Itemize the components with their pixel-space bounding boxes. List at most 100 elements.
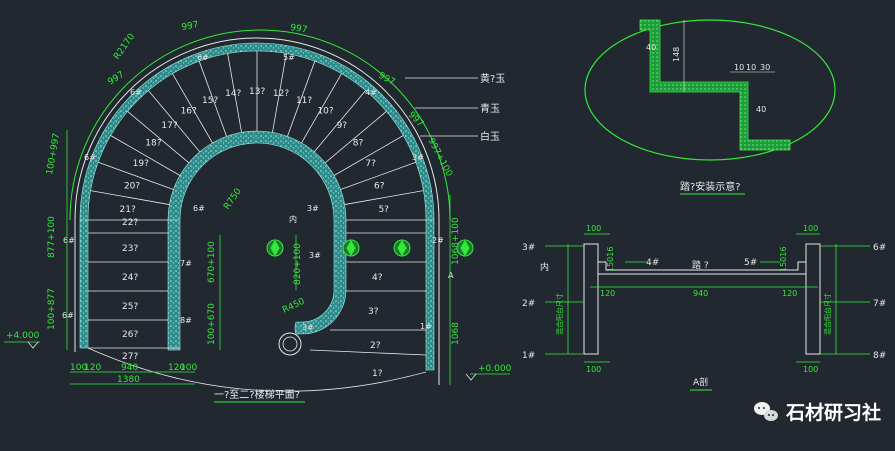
dim-label: 30 bbox=[760, 63, 770, 72]
dim-label: 10 bbox=[746, 63, 756, 72]
dim-label: 40 bbox=[646, 43, 656, 52]
step-number: 17? bbox=[161, 121, 177, 131]
step-number: 9? bbox=[337, 121, 348, 131]
label-A: A bbox=[448, 271, 454, 280]
post-label: 7# bbox=[873, 299, 886, 309]
outer-railing-right bbox=[425, 219, 435, 371]
watermark-text: 石材研习社 bbox=[785, 402, 881, 424]
step-line bbox=[90, 190, 170, 205]
dim-label: 120 bbox=[782, 289, 797, 298]
step-number: 13? bbox=[249, 87, 265, 97]
legend-item: 青玉 bbox=[480, 102, 500, 115]
step-line bbox=[333, 135, 404, 176]
elevation-label: +0.000 bbox=[478, 364, 512, 374]
post-label: 6# bbox=[84, 153, 96, 162]
dim-label: 997+100 bbox=[425, 137, 454, 179]
post-label: 3# bbox=[522, 243, 535, 253]
tread-detail: 40 148 10 10 30 40 踏?安装示意? bbox=[584, 19, 836, 195]
section-caption: A剖 bbox=[693, 376, 708, 388]
dim-label: 混合阳台尺寸 bbox=[555, 293, 564, 335]
dim-label: 120 bbox=[168, 363, 185, 373]
legend-item: 白玉 bbox=[480, 130, 500, 143]
dim-label: 997 bbox=[181, 20, 200, 33]
watermark: 石材研习社 bbox=[753, 398, 881, 425]
tread-profile bbox=[639, 19, 791, 151]
step-number: 22? bbox=[122, 218, 138, 228]
dim-label: 997 bbox=[106, 70, 126, 88]
detail-caption: 踏?安装示意? bbox=[680, 180, 741, 193]
dim-label: 997 bbox=[406, 110, 425, 129]
dim-label: 940 bbox=[121, 363, 138, 373]
step-number: 14? bbox=[225, 89, 241, 99]
step-line bbox=[287, 61, 316, 137]
step-number: 18? bbox=[145, 139, 161, 149]
dim-label: 940 bbox=[693, 289, 708, 298]
step-number: 4? bbox=[372, 273, 383, 283]
legend-item: 黄?玉 bbox=[480, 72, 505, 85]
post-label: 2# bbox=[522, 299, 535, 309]
post-label: 4# bbox=[365, 88, 377, 97]
step-number: 24? bbox=[122, 273, 138, 283]
step-number: 1? bbox=[372, 369, 383, 379]
step-line bbox=[272, 53, 287, 133]
post-label: 5# bbox=[283, 53, 295, 62]
inner-railing-left bbox=[167, 219, 181, 351]
step-line bbox=[172, 73, 213, 144]
newel-circle bbox=[278, 332, 302, 356]
post-label: 2# bbox=[432, 236, 444, 245]
post-label: 8# bbox=[873, 351, 886, 361]
dim-label: 100 bbox=[70, 363, 87, 373]
dim-label: 997 bbox=[290, 23, 308, 35]
post-label: 6# bbox=[130, 88, 142, 97]
post-label: 6# bbox=[63, 236, 75, 245]
section-a: 3# 2# 1# 6# 7# 8# 4# 5# 内 踏 ? A剖 100 100… bbox=[522, 224, 886, 391]
step-line bbox=[324, 111, 387, 164]
step-line bbox=[301, 73, 342, 144]
dim-label: 100 bbox=[180, 363, 197, 373]
dim-label: 120 bbox=[600, 289, 615, 298]
post-label: 3# bbox=[309, 251, 321, 260]
outer-railing-left bbox=[79, 219, 89, 349]
post-label: 1# bbox=[522, 351, 535, 361]
step-number: 25? bbox=[122, 302, 138, 312]
dim-label: 820+100 bbox=[293, 243, 303, 285]
dim-label: 877+100 bbox=[47, 216, 57, 258]
step-number: 12? bbox=[273, 89, 289, 99]
step-line bbox=[110, 135, 181, 176]
step-number: 6? bbox=[374, 181, 385, 191]
dim-label: 100 bbox=[803, 365, 818, 374]
post-label: 6# bbox=[193, 204, 205, 213]
step-number: 21? bbox=[120, 205, 136, 215]
dim-label: 148 bbox=[672, 47, 681, 62]
dim-label: 混合阳台尺寸 bbox=[823, 293, 832, 335]
dim-label: 100 bbox=[803, 224, 818, 233]
step-number: 23? bbox=[122, 244, 138, 254]
step-number: 20? bbox=[124, 181, 140, 191]
post-label: 3# bbox=[412, 153, 424, 162]
step-line bbox=[313, 90, 366, 153]
step-number: 27? bbox=[122, 352, 138, 362]
elevation-label: +4.000 bbox=[6, 331, 40, 341]
dim-label: 670+100 bbox=[207, 241, 217, 283]
step-line bbox=[344, 190, 424, 205]
step-number: 3? bbox=[368, 307, 379, 317]
dimension-arc bbox=[69, 29, 451, 221]
dim-label: 10 bbox=[734, 63, 744, 72]
step-line bbox=[227, 53, 242, 133]
post-label: 8# bbox=[180, 316, 192, 325]
post-label: 5# bbox=[744, 258, 757, 268]
step-number: 16? bbox=[181, 106, 197, 116]
step-number: 26? bbox=[122, 330, 138, 340]
step-line bbox=[127, 111, 190, 164]
dim-label: R450 bbox=[281, 297, 307, 316]
step-number: 2? bbox=[370, 341, 381, 351]
stair-plan: 5?6?7?8?9?10?11?12?13?14?15?16?17?18?19?… bbox=[4, 20, 512, 403]
dim-label: 40 bbox=[756, 105, 766, 114]
step-line bbox=[340, 161, 416, 190]
plan-caption: 一?至二?楼梯平面? bbox=[214, 388, 300, 401]
label-inner: 内 bbox=[540, 261, 549, 273]
post-label: 6# bbox=[62, 311, 74, 320]
dim-label: 100+670 bbox=[207, 303, 217, 345]
dim-label: R750 bbox=[222, 187, 244, 212]
